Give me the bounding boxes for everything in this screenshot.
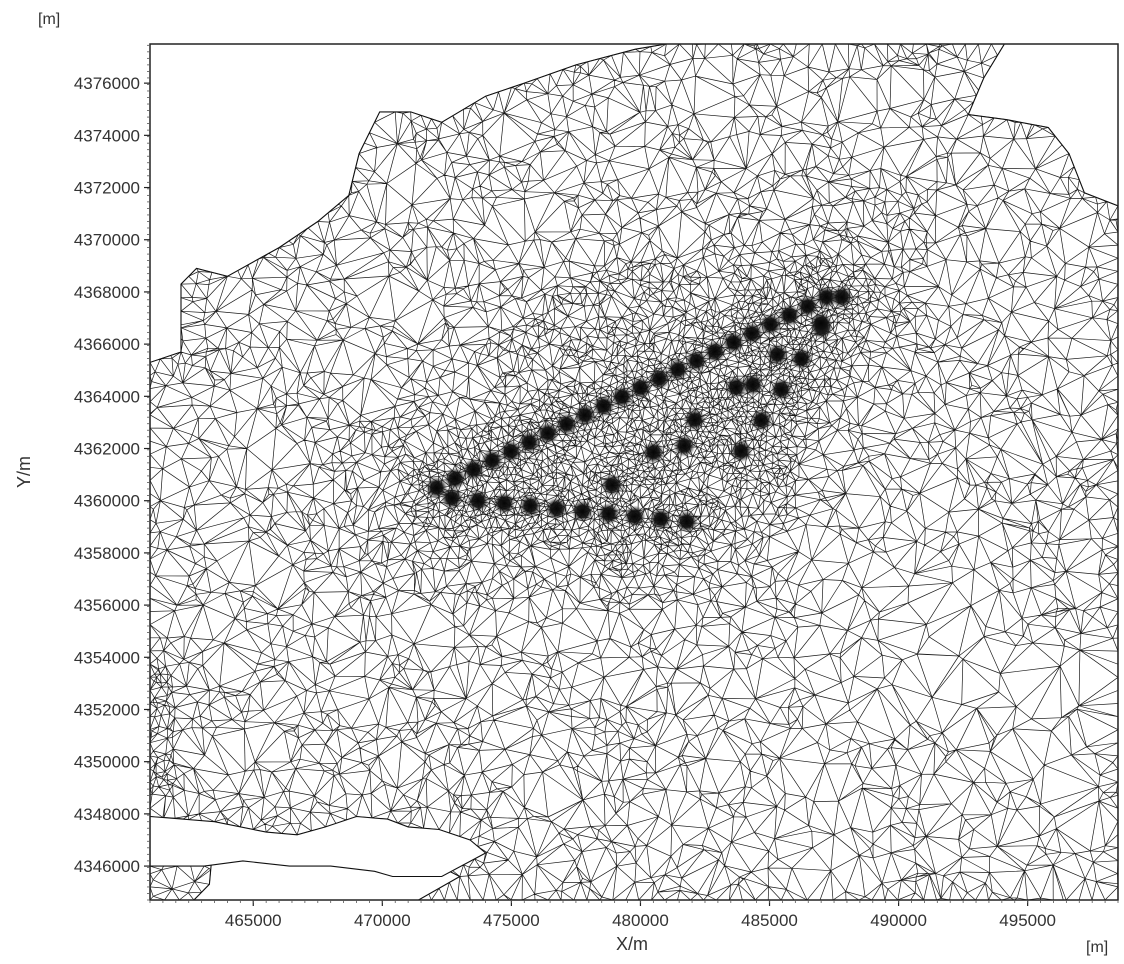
turbine-node <box>685 349 708 372</box>
turbine-node <box>518 431 541 454</box>
y-tick-label: 4360000 <box>74 492 140 511</box>
turbine-node <box>722 331 745 354</box>
plot-area <box>150 44 1118 900</box>
turbine-node <box>796 295 819 318</box>
turbine-node <box>790 347 813 370</box>
turbine-node <box>629 376 652 399</box>
turbine-node <box>611 385 634 408</box>
y-tick-label: 4364000 <box>74 387 140 406</box>
x-tick-label: 490000 <box>870 911 927 930</box>
x-tick-label: 495000 <box>999 911 1056 930</box>
x-tick-label: 480000 <box>612 911 669 930</box>
turbine-node <box>830 286 853 309</box>
turbine-node <box>741 322 764 345</box>
turbine-node <box>770 378 793 401</box>
turbine-node <box>649 508 672 530</box>
turbine-node <box>725 376 747 399</box>
turbine-node <box>766 343 789 366</box>
turbine-node <box>493 492 516 515</box>
turbine-node <box>642 441 665 464</box>
y-tick-label: 4374000 <box>74 126 140 145</box>
turbine-node <box>499 440 522 463</box>
turbine-node <box>462 458 485 481</box>
turbine-node <box>683 408 706 431</box>
turbine-node <box>778 304 801 327</box>
y-tick-label: 4366000 <box>74 335 140 354</box>
coastline-hole <box>150 815 487 878</box>
turbine-node <box>574 404 596 427</box>
turbine-node <box>519 494 542 517</box>
turbine-node <box>592 395 615 417</box>
turbine-node <box>425 476 448 499</box>
y-tick-label: 4362000 <box>74 440 140 459</box>
x-tick-label: 465000 <box>225 911 282 930</box>
turbine-array <box>425 286 853 533</box>
y-tick-label: 4370000 <box>74 231 140 250</box>
y-tick-label: 4372000 <box>74 179 140 198</box>
turbine-node <box>555 413 578 436</box>
turbine-node <box>601 474 624 496</box>
turbine-node <box>648 367 671 390</box>
turbine-node <box>675 510 698 533</box>
turbine-node <box>481 449 504 472</box>
x-tick-label: 485000 <box>741 911 798 930</box>
x-tick-label: 475000 <box>483 911 540 930</box>
y-tick-label: 4350000 <box>74 753 140 772</box>
y-tick-label: 4348000 <box>74 805 140 824</box>
turbine-node <box>597 502 620 525</box>
y-tick-label: 4358000 <box>74 544 140 563</box>
x-axis-title: X/m <box>616 934 648 954</box>
turbine-node <box>741 373 764 396</box>
y-axis: 4346000 4348000 4350000 4352000 4354000 43560… <box>74 44 150 901</box>
y-unit-label: [m] <box>38 11 60 28</box>
x-axis: 465000 470000 475000 480000 485000 490000 4950… <box>149 900 1119 930</box>
plot-frame <box>149 43 1119 901</box>
y-tick-label: 4376000 <box>74 74 140 93</box>
turbine-node <box>666 358 689 381</box>
turbine-node <box>750 409 773 432</box>
y-tick-label: 4346000 <box>74 857 140 876</box>
turbine-node <box>730 440 753 463</box>
mesh-edges <box>150 44 1118 900</box>
y-tick-label: 4356000 <box>74 596 140 615</box>
turbine-node <box>759 313 782 336</box>
x-unit-label: [m] <box>1086 939 1108 956</box>
turbine-node <box>571 500 594 523</box>
turbine-node <box>545 497 568 520</box>
y-tick-label: 4352000 <box>74 700 140 719</box>
turbine-node <box>810 312 833 335</box>
turbine-node <box>444 467 467 490</box>
turbine-node <box>673 434 696 457</box>
y-tick-label: 4354000 <box>74 648 140 667</box>
turbine-node <box>536 422 559 445</box>
triangular-mesh <box>150 44 1118 900</box>
turbine-node <box>703 340 726 363</box>
turbine-node <box>467 489 490 512</box>
y-axis-title: Y/m <box>14 456 34 488</box>
x-tick-label: 470000 <box>354 911 411 930</box>
turbine-node <box>815 286 838 309</box>
turbine-node <box>441 487 463 510</box>
turbine-node <box>623 505 646 528</box>
y-tick-label: 4368000 <box>74 283 140 302</box>
